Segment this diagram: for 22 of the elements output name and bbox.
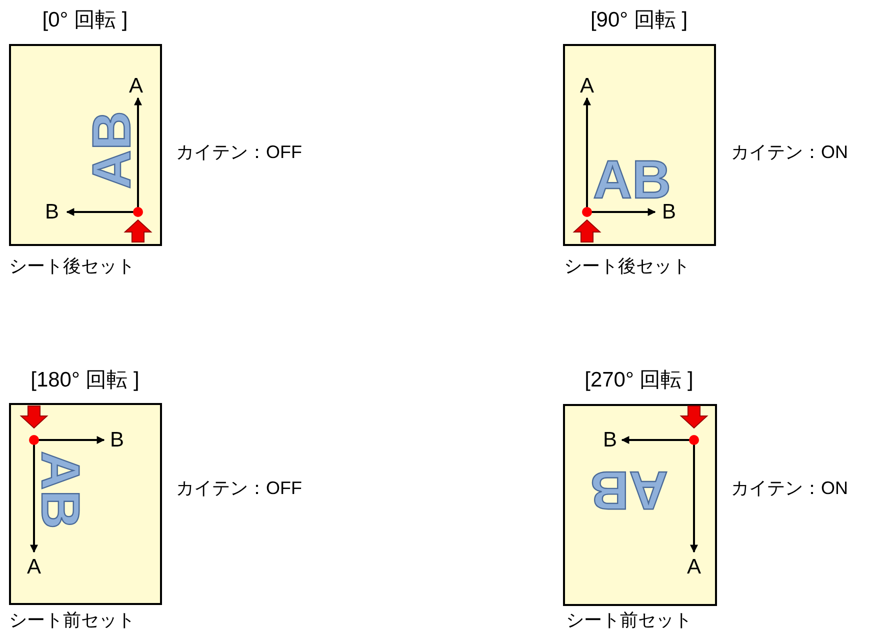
heading: [90° 回転 ] bbox=[590, 10, 688, 30]
node-label: シート前セット bbox=[566, 611, 692, 629]
status-text: カイテン：ON bbox=[731, 479, 848, 497]
rotated-letters: AB bbox=[33, 451, 87, 529]
rotated-letters: AB bbox=[590, 463, 668, 517]
axis-label: A bbox=[580, 76, 594, 96]
node-label: シート前セット bbox=[9, 611, 135, 629]
status-text: カイテン：OFF bbox=[176, 143, 302, 161]
axis-label: A bbox=[687, 556, 701, 578]
status-text: カイテン：ON bbox=[731, 143, 848, 161]
heading: [270° 回転 ] bbox=[584, 370, 694, 390]
status-text: カイテン：OFF bbox=[176, 479, 302, 497]
node-label: シート後セット bbox=[564, 257, 690, 275]
heading: [180° 回転 ] bbox=[30, 370, 140, 390]
node-label: シート後セット bbox=[9, 257, 135, 275]
rotated-letters: AB bbox=[85, 111, 139, 189]
heading: [0° 回転 ] bbox=[42, 10, 128, 30]
axis-label: A bbox=[27, 556, 41, 578]
axis-label: B bbox=[110, 430, 124, 450]
axis-label: B bbox=[603, 430, 617, 450]
axis-label: B bbox=[45, 202, 59, 222]
axis-label: A bbox=[129, 76, 143, 96]
